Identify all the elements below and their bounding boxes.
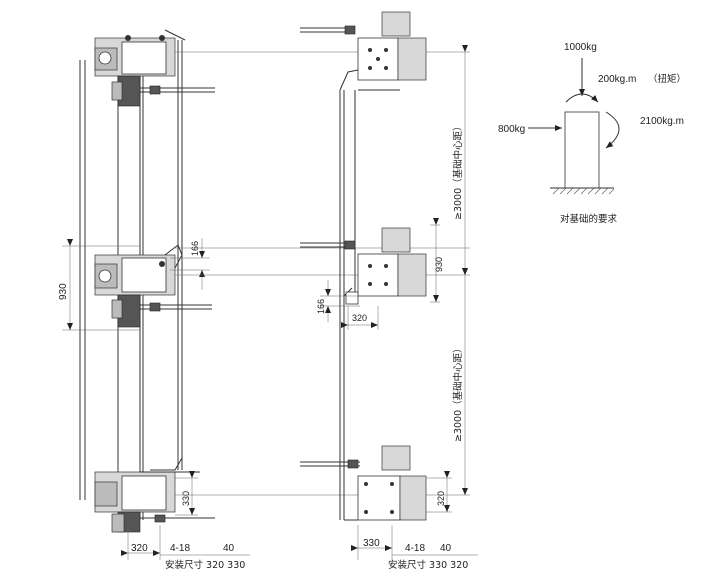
moment-small-label: 200kg.m xyxy=(598,74,636,85)
right-dim-3000-bottom: ≥3000（基础中心距） xyxy=(452,343,464,442)
left-unit-middle xyxy=(94,244,212,328)
right-dim-3000-top: ≥3000（基础中心距） xyxy=(452,121,464,220)
left-dim-166: 166 xyxy=(190,241,200,256)
torque-arc-icon xyxy=(565,93,599,103)
left-dim-320: 320 xyxy=(131,543,148,554)
left-unit-bottom xyxy=(94,457,215,533)
right-unit-middle xyxy=(300,227,427,305)
right-dim-930: 930 xyxy=(434,257,444,272)
right-install-label: 安装尺寸 330 320 xyxy=(388,559,468,571)
foundation-caption: 对基础的要求 xyxy=(560,213,618,225)
right-unit-top xyxy=(300,11,427,91)
left-install-label: 安装尺寸 320 330 xyxy=(165,559,245,571)
right-dim-166: 166 xyxy=(316,299,326,314)
foundation-diagram: 1000kg 200kg.m （扭矩） 800kg 2100kg.m 对基础的要… xyxy=(498,42,686,225)
left-dim-930: 930 xyxy=(58,283,69,300)
load-horizontal-label: 800kg xyxy=(498,124,525,135)
moment-small-note: （扭矩） xyxy=(648,73,686,85)
right-dim-330: 330 xyxy=(363,538,380,549)
left-dim-330: 330 xyxy=(181,491,191,506)
moment-arc-icon xyxy=(605,111,620,149)
right-holes-label: 4-18 xyxy=(405,543,425,554)
load-vertical-label: 1000kg xyxy=(564,42,597,53)
moment-large-label: 2100kg.m xyxy=(640,116,684,127)
right-dim-320-mid: 320 xyxy=(352,313,367,323)
left-hole-dim: 40 xyxy=(223,543,235,554)
right-view: ≥3000（基础中心距） ≥3000（基础中心距） 930 166 320 32… xyxy=(300,11,478,571)
left-holes-label: 4-18 xyxy=(170,543,190,554)
left-unit-top xyxy=(94,29,215,107)
right-unit-bottom xyxy=(300,445,427,521)
right-hole-dim: 40 xyxy=(440,543,452,554)
left-view: 930 166 330 320 4-18 40 安装尺寸 320 330 xyxy=(58,29,250,571)
right-dim-320-bottom: 320 xyxy=(436,491,446,506)
